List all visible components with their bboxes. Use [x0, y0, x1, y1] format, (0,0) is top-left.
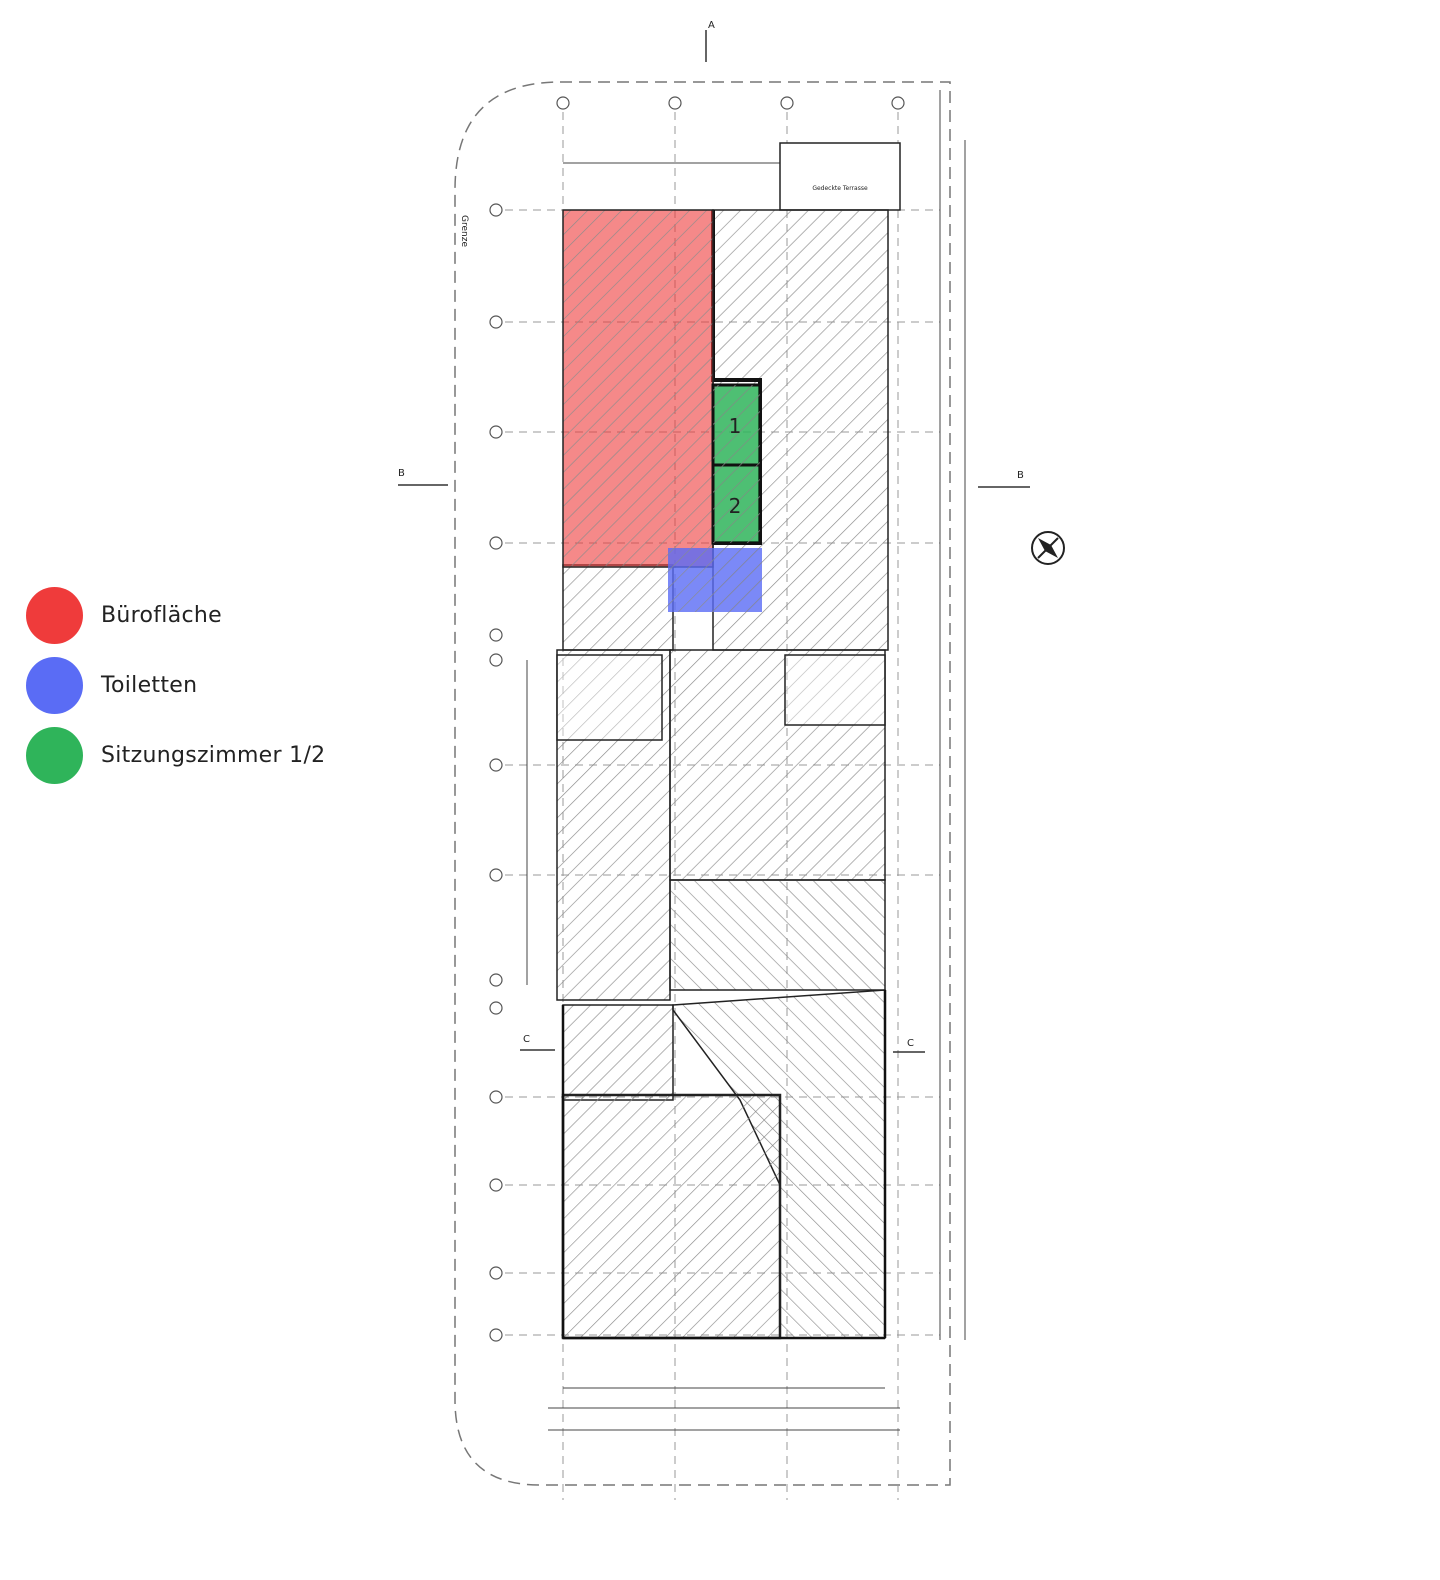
section-marker-a: A [708, 20, 715, 31]
legend-swatch-green [26, 726, 83, 784]
property-boundary [454, 81, 951, 1486]
boundary-label: Grenze [459, 215, 469, 247]
section-marker-c-right: C [907, 1038, 914, 1049]
legend-item-toilets: Toiletten [26, 650, 325, 720]
north-arrow-icon [1031, 531, 1065, 565]
meeting-room-2-label: 2 [729, 494, 742, 518]
building-floor [556, 209, 889, 1340]
section-marker-c-left: C [523, 1034, 530, 1045]
meeting-room-1-label: 1 [729, 414, 742, 438]
legend: Bürofläche Toiletten Sitzungszimmer 1/2 [26, 580, 325, 790]
legend-label: Bürofläche [101, 602, 222, 628]
section-marker-b-right: B [1017, 470, 1024, 481]
legend-label: Toiletten [101, 672, 198, 698]
covered-terrace [779, 142, 901, 211]
legend-swatch-blue [26, 656, 83, 714]
section-markers [398, 30, 1030, 1053]
legend-item-meeting: Sitzungszimmer 1/2 [26, 720, 325, 790]
legend-item-office: Bürofläche [26, 580, 325, 650]
section-marker-b-left: B [398, 468, 405, 479]
legend-swatch-red [26, 586, 83, 644]
legend-label: Sitzungszimmer 1/2 [101, 742, 326, 768]
office-area-hatch [562, 209, 714, 568]
terrace-label: Gedeckte Terrasse [812, 185, 868, 192]
grid-axis-markers [489, 96, 905, 1342]
